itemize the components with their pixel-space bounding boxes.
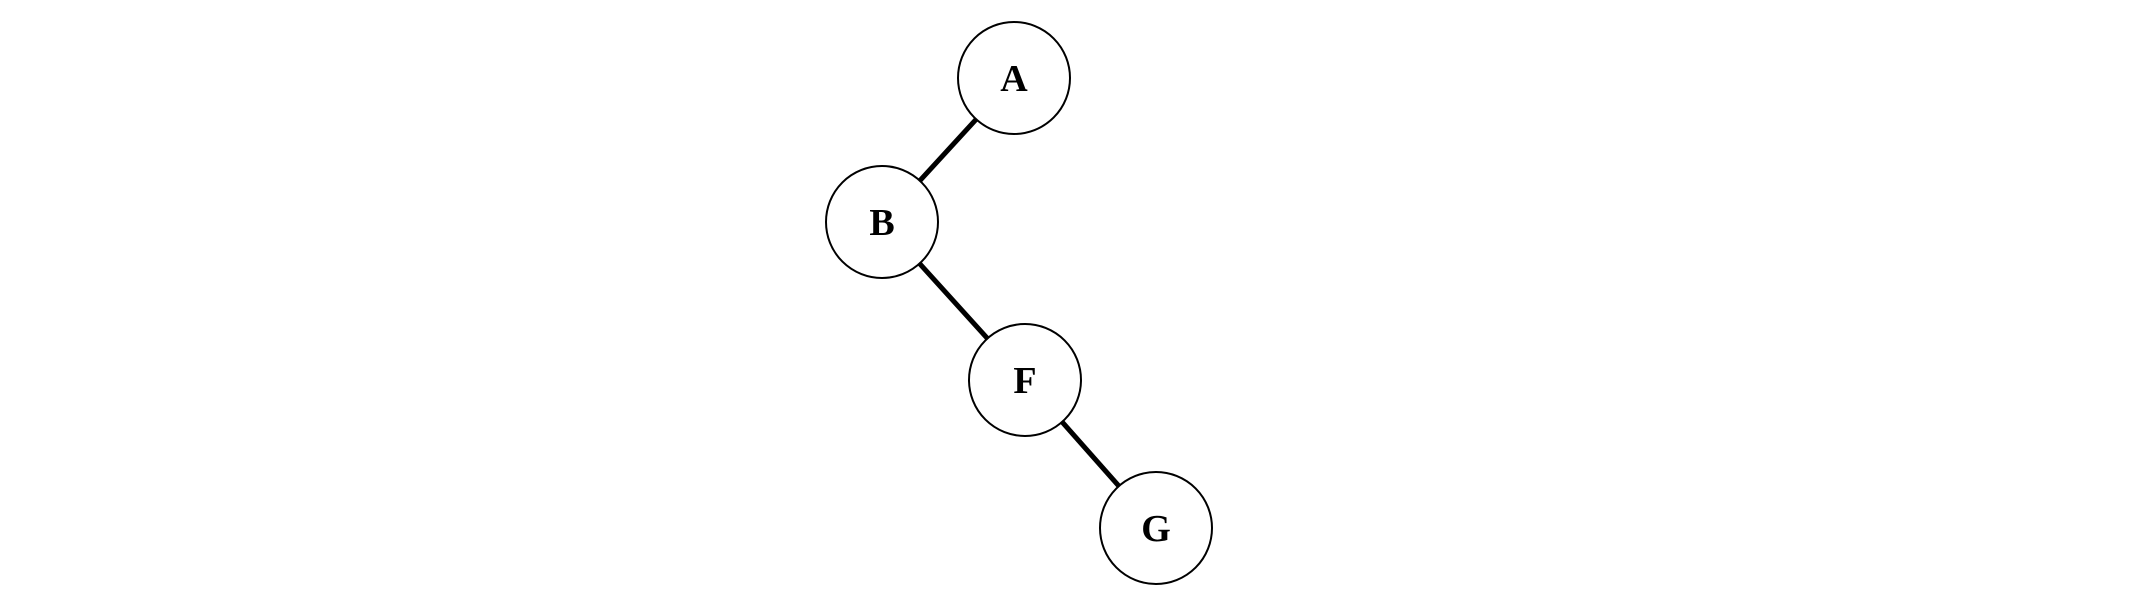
graph-node-label-g: G: [1141, 508, 1171, 550]
graph-node-circle-a[interactable]: [957, 21, 1071, 135]
graph-node-label-a: A: [1000, 58, 1028, 100]
graph-edge-b-f: [917, 261, 990, 341]
graph-node-b[interactable]: B: [825, 165, 939, 279]
graph-node-circle-g[interactable]: [1099, 471, 1213, 585]
node-layer: A B F G: [825, 21, 1213, 585]
graph-node-f[interactable]: F: [968, 323, 1082, 437]
graph-node-circle-f[interactable]: [968, 323, 1082, 437]
graph-node-label-f: F: [1013, 360, 1036, 402]
graph-edge-f-g: [1060, 420, 1121, 488]
graph-node-circle-b[interactable]: [825, 165, 939, 279]
graph-node-a[interactable]: A: [957, 21, 1071, 135]
graph-edge-a-b: [917, 117, 979, 183]
graph-node-g[interactable]: G: [1099, 471, 1213, 585]
graph-node-label-b: B: [869, 202, 894, 244]
edge-layer: [917, 117, 1121, 488]
